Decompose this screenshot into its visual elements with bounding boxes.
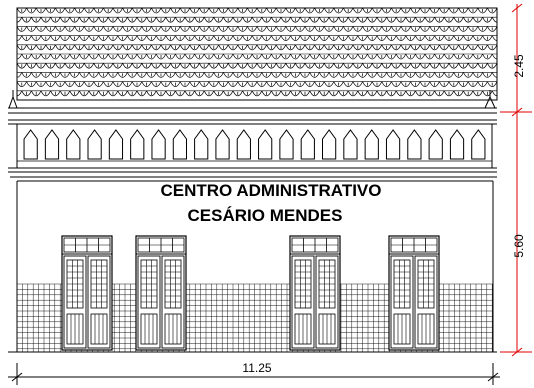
frieze-arch	[172, 129, 187, 160]
frieze-arch	[236, 129, 251, 160]
frieze-arch	[87, 129, 102, 160]
frieze-arch	[343, 129, 358, 160]
frieze-arch	[44, 129, 60, 160]
door	[135, 235, 187, 351]
dimension-roof-height: 2.45	[512, 54, 526, 78]
dimension-vertical	[500, 3, 532, 357]
sign-line-2: CESÁRIO MENDES	[188, 206, 343, 225]
frieze-arch	[471, 129, 486, 160]
sign-line-1: CENTRO ADMINISTRATIVO	[161, 181, 382, 200]
door	[289, 235, 341, 351]
frieze-arch	[300, 129, 315, 160]
frieze-arch	[279, 129, 294, 160]
door	[61, 235, 113, 351]
frieze-arch	[385, 129, 401, 160]
frieze-arch	[258, 129, 273, 160]
frieze-arch	[364, 129, 379, 160]
eave-cornice	[8, 107, 497, 125]
dimension-horizontal	[8, 363, 500, 385]
door	[388, 235, 440, 351]
frieze-arch	[108, 129, 124, 160]
doors-group	[61, 235, 440, 351]
frieze-arch	[151, 129, 166, 160]
dimension-wall-height: 5.60	[512, 234, 526, 258]
decorative-frieze	[8, 124, 497, 182]
frieze-arch	[23, 129, 38, 160]
frieze-arch	[215, 129, 230, 160]
roof-tiles	[16, 7, 498, 101]
frieze-arch	[407, 129, 422, 160]
frieze-arch	[449, 129, 465, 160]
roof-finial-left	[8, 90, 18, 109]
frieze-arch	[322, 129, 337, 160]
frieze-arch	[66, 129, 81, 160]
dimension-width: 11.25	[242, 361, 271, 375]
frieze-arch	[130, 129, 145, 160]
frieze-arch	[428, 129, 443, 160]
frieze-arch	[194, 129, 209, 160]
